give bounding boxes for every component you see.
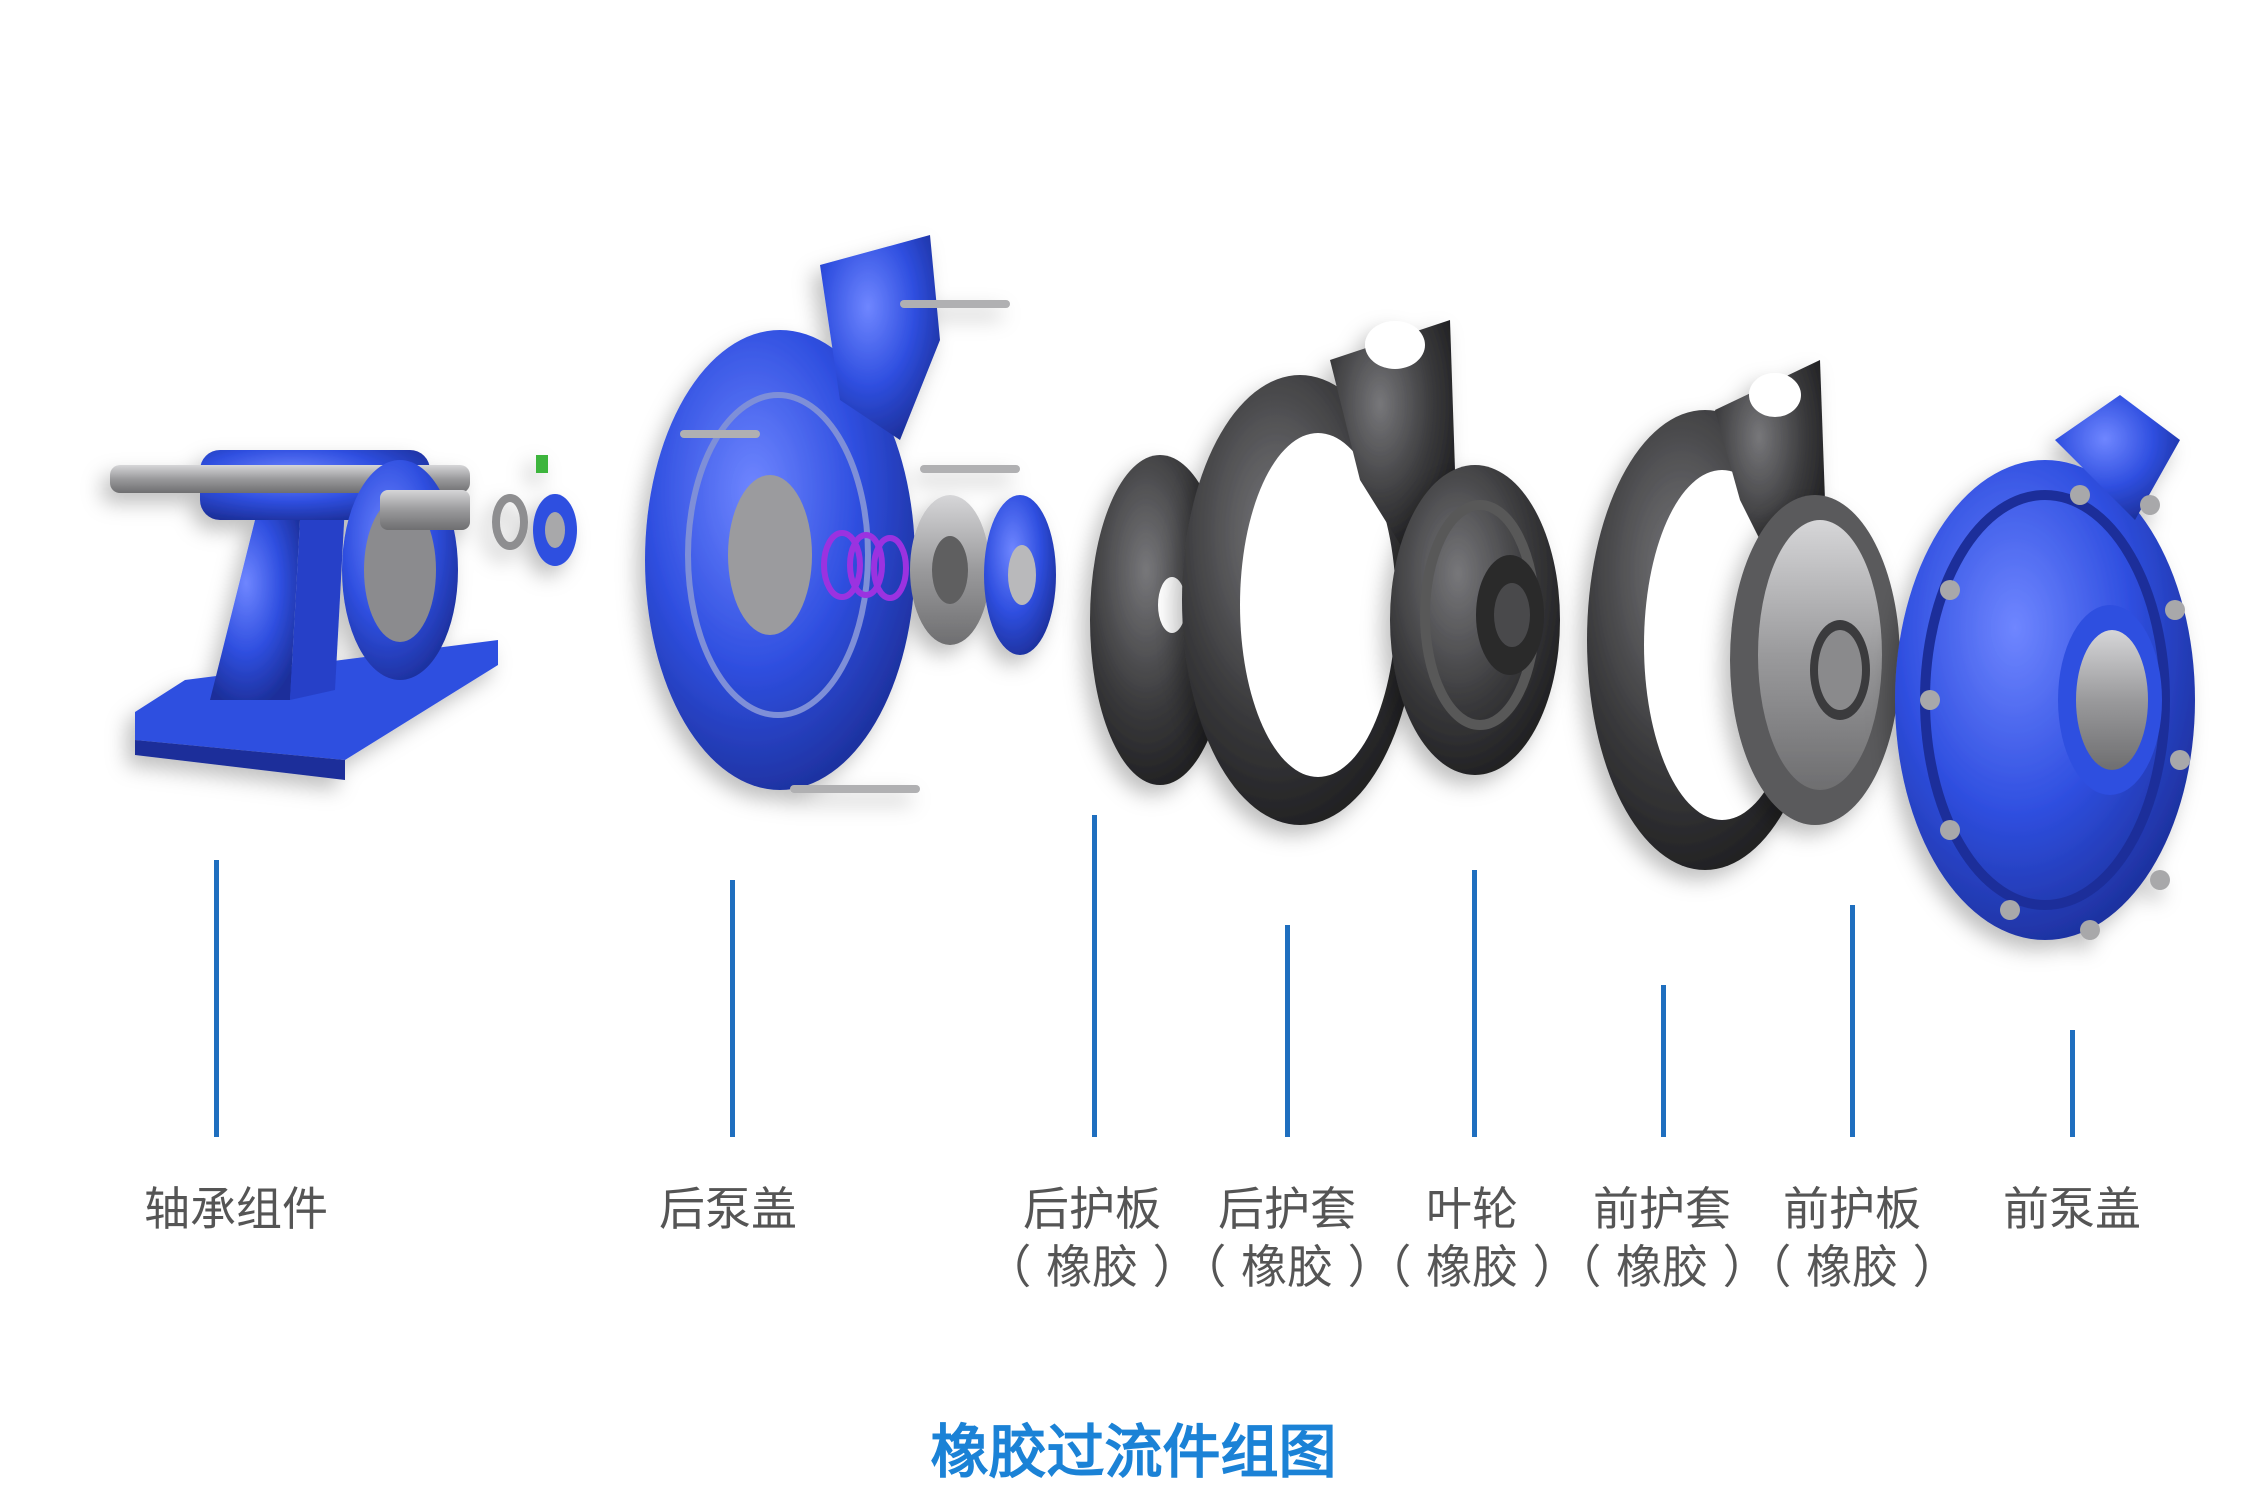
component-material: （ 橡胶 ） bbox=[1555, 1240, 1769, 1294]
component-label-bearing-assembly: 轴承组件 bbox=[144, 1180, 328, 1238]
diagram-title: 橡胶过流件组图 bbox=[930, 1418, 1337, 1486]
component-label-impeller: 叶轮 （ 橡胶 ） bbox=[1365, 1180, 1578, 1296]
component-name: 前护套 bbox=[1593, 1182, 1731, 1236]
component-label-rear-liner-plate: 后护板 （ 橡胶 ） bbox=[985, 1180, 1198, 1296]
component-material: （ 橡胶 ） bbox=[1180, 1240, 1394, 1294]
leader-line-front-liner-plate bbox=[1850, 905, 1855, 1137]
leader-line-rear-liner-plate bbox=[1092, 815, 1097, 1137]
bearing-assembly-illustration bbox=[110, 450, 577, 780]
component-label-front-liner-plate: 前护板 （ 橡胶 ） bbox=[1745, 1180, 1958, 1296]
component-name: 前护板 bbox=[1783, 1182, 1921, 1236]
component-label-front-liner-sleeve: 前护套 （ 橡胶 ） bbox=[1555, 1180, 1768, 1296]
component-label-front-pump-cover: 前泵盖 bbox=[2003, 1180, 2141, 1238]
component-name: 后泵盖 bbox=[659, 1182, 797, 1236]
impeller-illustration bbox=[1390, 465, 1560, 775]
component-material: （ 橡胶 ） bbox=[985, 1240, 1199, 1294]
rear-liner-sleeve-illustration bbox=[1182, 320, 1455, 825]
leader-line-front-pump-cover bbox=[2070, 1030, 2075, 1137]
component-name: 后护板 bbox=[1023, 1182, 1161, 1236]
leader-line-impeller bbox=[1472, 870, 1477, 1137]
component-name: 轴承组件 bbox=[144, 1182, 328, 1236]
rear-pump-cover-illustration bbox=[645, 235, 1056, 793]
component-material: （ 橡胶 ） bbox=[1365, 1240, 1579, 1294]
front-liner-plate-illustration bbox=[1730, 495, 1900, 825]
component-material: （ 橡胶 ） bbox=[1745, 1240, 1959, 1294]
leader-line-front-liner-sleeve bbox=[1661, 985, 1666, 1137]
leader-line-rear-liner-sleeve bbox=[1285, 925, 1290, 1137]
component-label-rear-pump-cover: 后泵盖 bbox=[659, 1180, 797, 1238]
front-pump-cover-illustration bbox=[1895, 395, 2195, 940]
component-name: 后护套 bbox=[1218, 1182, 1356, 1236]
component-name: 前泵盖 bbox=[2003, 1182, 2141, 1236]
component-name: 叶轮 bbox=[1426, 1182, 1518, 1236]
leader-line-bearing-assembly bbox=[214, 860, 219, 1137]
leader-line-rear-pump-cover bbox=[730, 880, 735, 1137]
component-label-rear-liner-sleeve: 后护套 （ 橡胶 ） bbox=[1180, 1180, 1393, 1296]
